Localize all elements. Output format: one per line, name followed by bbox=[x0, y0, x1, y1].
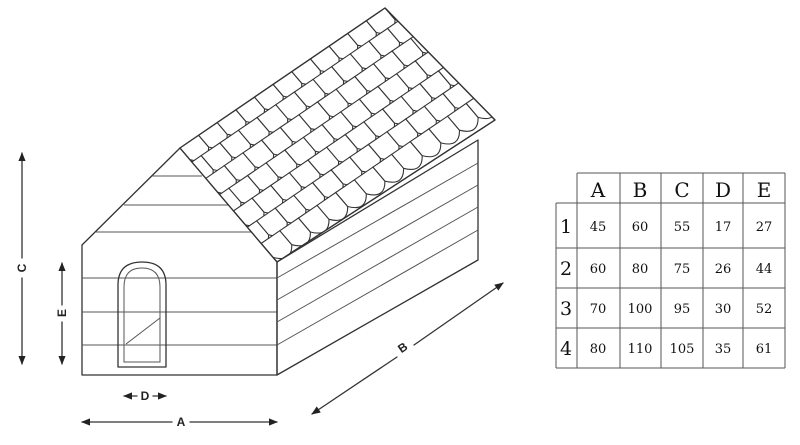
table-cell: 44 bbox=[756, 262, 773, 277]
door-opening bbox=[117, 261, 167, 368]
table-cell: 70 bbox=[590, 302, 607, 317]
roof bbox=[179, 7, 496, 263]
side-wall bbox=[276, 139, 479, 376]
table-cell: 17 bbox=[715, 220, 732, 235]
dimension-label-e: E bbox=[55, 309, 69, 317]
table-col-header-b: B bbox=[633, 178, 648, 202]
table-cell: 100 bbox=[628, 302, 653, 317]
dimension-a: A bbox=[81, 415, 278, 429]
dimension-label-b: B bbox=[395, 339, 410, 356]
table-col-header-d: D bbox=[715, 178, 731, 202]
table-row-header-2: 2 bbox=[560, 258, 572, 280]
roof-shingles bbox=[180, 8, 495, 262]
table-cell: 105 bbox=[670, 342, 695, 357]
dimension-c: C bbox=[15, 152, 29, 365]
roof-shingle bbox=[405, 8, 438, 32]
table-cell: 35 bbox=[715, 342, 732, 357]
table-cell: 52 bbox=[756, 302, 773, 317]
dimension-table: A B C D E 1 45 60 55 17 27 2 60 80 75 26… bbox=[555, 172, 786, 369]
table-cell: 80 bbox=[632, 262, 649, 277]
table-row-header-1: 1 bbox=[560, 216, 572, 238]
dimension-label-d: D bbox=[141, 389, 150, 403]
table-row-header-3: 3 bbox=[560, 298, 572, 320]
table-cell: 26 bbox=[715, 262, 732, 277]
dimension-e: E bbox=[55, 262, 69, 365]
table-cell: 45 bbox=[590, 220, 607, 235]
dimension-label-a: A bbox=[177, 415, 186, 429]
dimension-label-c: C bbox=[15, 263, 29, 272]
table-col-header-a: A bbox=[590, 178, 606, 202]
roof-shingle bbox=[433, 34, 466, 64]
dimension-b: B bbox=[311, 282, 504, 415]
table-cell: 55 bbox=[674, 220, 691, 235]
table-cell: 95 bbox=[674, 302, 691, 317]
table-cell: 27 bbox=[756, 220, 773, 235]
table-cell: 61 bbox=[756, 342, 773, 357]
table-cell: 80 bbox=[590, 342, 607, 357]
table-col-header-e: E bbox=[757, 178, 772, 202]
table-cell: 60 bbox=[590, 262, 607, 277]
dimension-d: D bbox=[123, 389, 167, 403]
table-cell: 110 bbox=[628, 342, 653, 357]
table-cell: 75 bbox=[674, 262, 691, 277]
table-cell: 60 bbox=[632, 220, 649, 235]
table-cell: 30 bbox=[715, 302, 732, 317]
table-row-header-4: 4 bbox=[560, 338, 572, 360]
table-col-header-c: C bbox=[674, 178, 689, 202]
